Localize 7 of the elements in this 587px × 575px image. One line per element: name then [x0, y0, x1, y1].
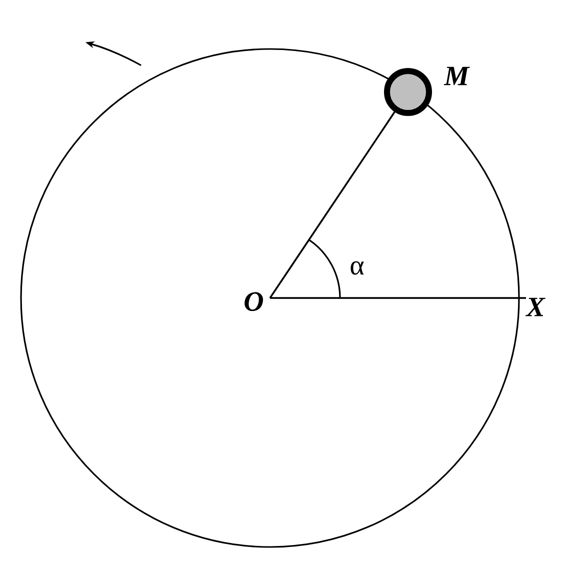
point-label: X — [525, 298, 546, 316]
point-label: O — [244, 292, 263, 312]
point-label: M — [444, 66, 470, 86]
ball — [384, 68, 432, 116]
line-segment — [270, 297, 526, 299]
line-segment — [269, 111, 396, 298]
angle-label: α — [350, 261, 364, 275]
